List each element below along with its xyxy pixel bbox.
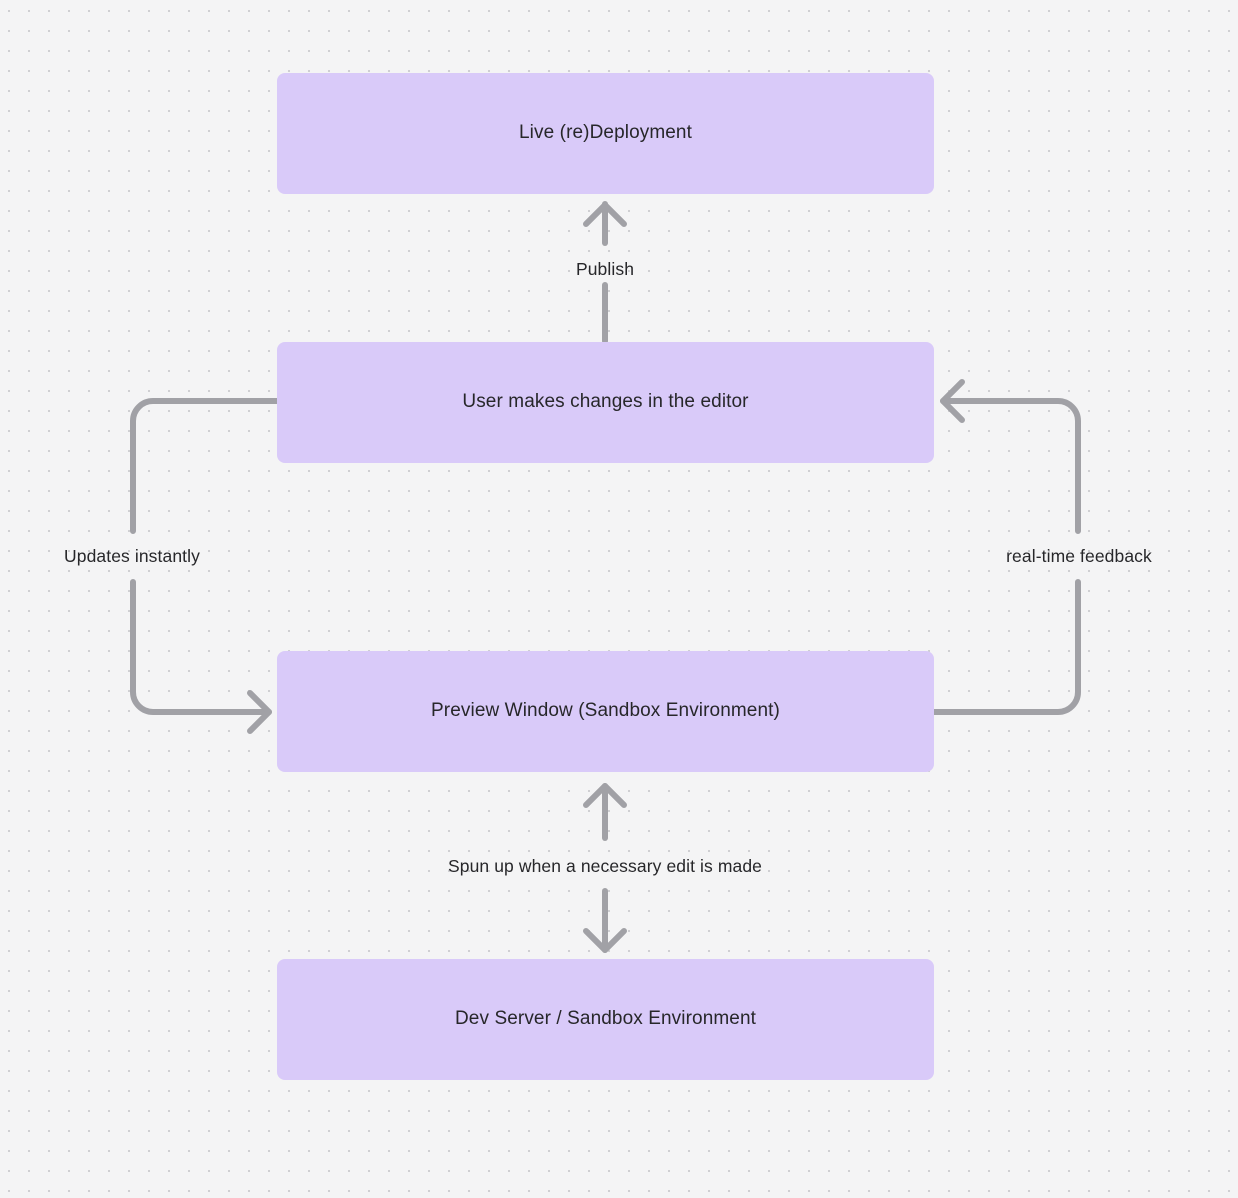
node-label: Preview Window (Sandbox Environment) (431, 700, 780, 722)
node-dev-server[interactable]: Dev Server / Sandbox Environment (277, 959, 934, 1080)
node-label: Dev Server / Sandbox Environment (454, 1008, 756, 1030)
edge-label-publish: Publish (575, 259, 635, 279)
edge-label-real-time-feedback: real-time feedback (1006, 546, 1152, 566)
edge-label-spun-up: Spun up when a necessary edit is made (447, 856, 763, 876)
node-label: Live (re)Deployment (519, 122, 692, 144)
edge-label-updates-instantly: Updates instantly (64, 546, 200, 566)
node-user-makes-changes[interactable]: User makes changes in the editor (277, 342, 934, 463)
node-label: User makes changes in the editor (462, 391, 749, 413)
node-live-redeployment[interactable]: Live (re)Deployment (277, 73, 934, 194)
node-preview-window[interactable]: Preview Window (Sandbox Environment) (277, 651, 934, 772)
